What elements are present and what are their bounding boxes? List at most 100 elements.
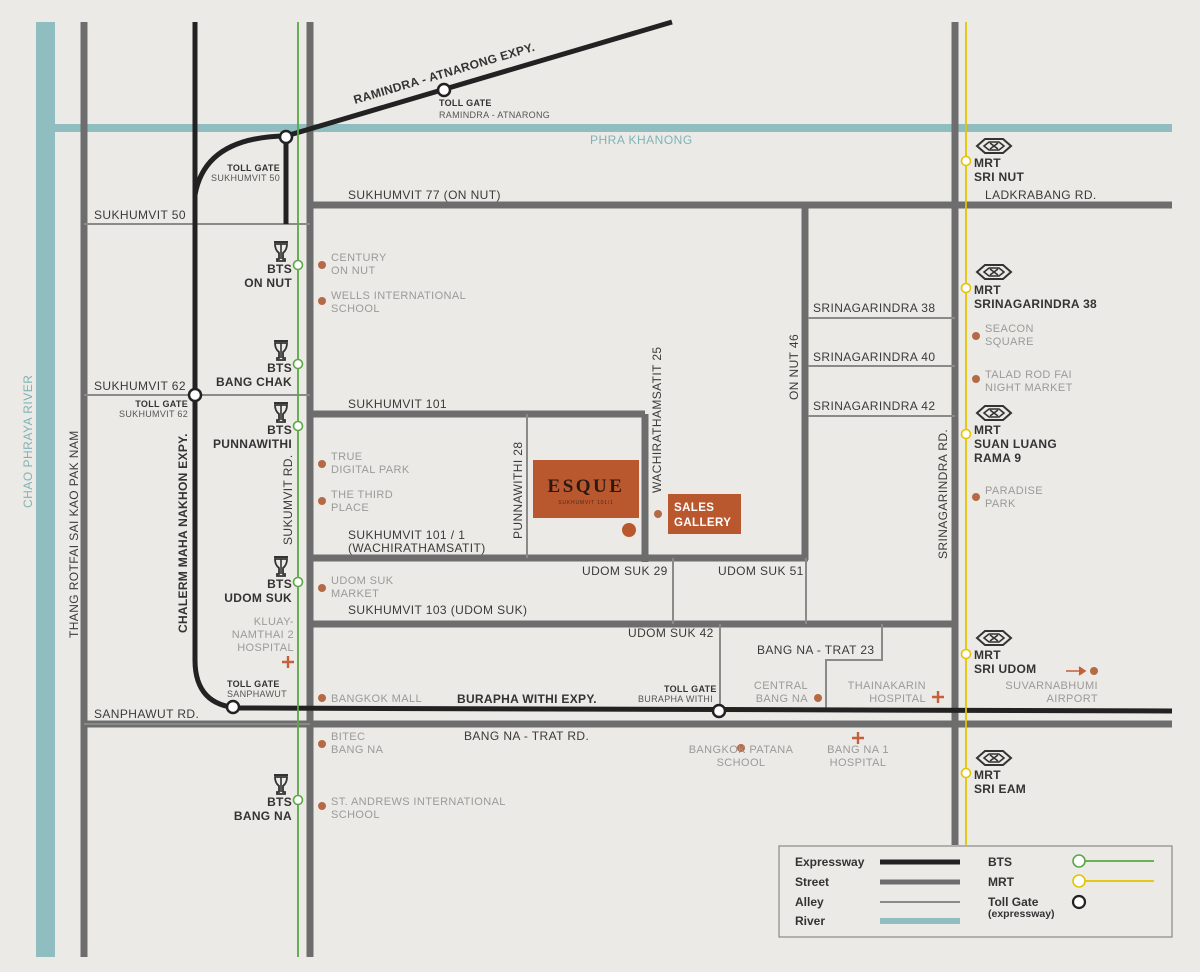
map-legend: Expressway Street Alley River BTS MRT To…	[778, 845, 1173, 938]
poi-label: BITEC	[331, 731, 365, 743]
alley-bang-na-trat-23	[825, 624, 883, 710]
mrt-station-srinagarindra-38	[960, 282, 972, 294]
mrt-station-name: RAMA 9	[974, 451, 1021, 465]
bts-label: BTS	[267, 577, 292, 591]
poi-dot-icon	[972, 375, 980, 383]
esque-logo: ESQUE	[548, 476, 625, 497]
poi-label: SUVARNABHUMI	[1005, 680, 1098, 692]
poi-label: BANG NA	[756, 693, 809, 705]
label-thang-rotfai: THANG ROTFAI SAI KAO PAK NAM	[67, 430, 81, 638]
poi-dot-icon	[318, 497, 326, 505]
sales-gallery-label: GALLERY	[674, 517, 731, 529]
label-sukhumvit-103: SUKHUMVIT 103 (UDOM SUK)	[348, 603, 527, 617]
poi-label: SCHOOL	[331, 809, 380, 821]
bts-station-udom-suk	[292, 576, 304, 588]
bts-station-bang-chak	[292, 358, 304, 370]
mrt-label: MRT	[974, 423, 1001, 437]
bts-label: BTS	[267, 262, 292, 276]
label-wachirathamsatit: (WACHIRATHAMSATIT)	[348, 541, 486, 555]
label-srinagarindra-38: SRINAGARINDRA 38	[813, 301, 935, 315]
label-udom-suk-51: UDOM SUK 51	[718, 564, 804, 578]
phra-khanong-canal	[55, 124, 1172, 132]
mrt-station-name: SRI UDOM	[974, 662, 1036, 676]
legend-label: Expressway	[795, 855, 865, 869]
label-ladkrabang-rd: LADKRABANG RD.	[985, 188, 1097, 202]
poi-label: MARKET	[331, 588, 379, 600]
bts-station-bang-na	[292, 794, 304, 806]
label-punnawithi-28: PUNNAWITHI 28	[511, 442, 525, 539]
river-label-phra-khanong: PHRA KHANONG	[590, 133, 693, 147]
mrt-label: MRT	[974, 283, 1001, 297]
mrt-label: MRT	[974, 768, 1001, 782]
legend-label: (expressway)	[988, 908, 1055, 920]
label-udom-suk-29: UDOM SUK 29	[582, 564, 668, 578]
bts-label: BTS	[267, 423, 292, 437]
bts-station-punnawithi	[292, 420, 304, 432]
poi-label: HOSPITAL	[869, 693, 926, 705]
toll-gate-name: SANPHAWUT	[227, 689, 287, 699]
poi-dot-icon	[318, 297, 326, 305]
mrt-station-name: SRINAGARINDRA 38	[974, 297, 1097, 311]
toll-gate-burapha	[711, 703, 727, 719]
label-sukhumvit-101-1: SUKHUMVIT 101 / 1	[348, 528, 465, 542]
mrt-stations	[960, 155, 972, 779]
sales-gallery-box	[668, 494, 741, 534]
esque-location-marker	[622, 523, 636, 537]
toll-gate-sukhumvit-62	[187, 387, 203, 403]
bts-station-name: BANG NA	[234, 809, 292, 823]
poi-dot-icon	[318, 460, 326, 468]
label-sukhumvit-62: SUKHUMVIT 62	[94, 379, 186, 393]
toll-gate-title: TOLL GATE	[664, 684, 717, 694]
mrt-station-sri-eam	[960, 767, 972, 779]
label-wachirathamsatit-25: WACHIRATHAMSATIT 25	[650, 346, 664, 493]
poi-dot-icon	[318, 802, 326, 810]
label-bang-na-trat-23: BANG NA - TRAT 23	[757, 643, 875, 657]
poi-dot-icon	[318, 584, 326, 592]
poi-dot-icon	[814, 694, 822, 702]
streets	[80, 22, 1172, 957]
legend-label: MRT	[988, 875, 1015, 889]
poi-label: ST. ANDREWS INTERNATIONAL	[331, 796, 506, 808]
label-chalerm-expy: CHALERM MAHA NAKHON EXPY.	[176, 433, 190, 633]
poi-label: SEACON	[985, 323, 1034, 335]
poi-dot-icon	[1090, 667, 1098, 675]
label-srinagarindra-rd: SRINAGARINDRA RD.	[936, 429, 950, 559]
toll-gate-name: BURAPHA WITHI	[638, 694, 713, 704]
chao-phraya-river	[36, 22, 55, 957]
poi-label: THE THIRD	[331, 489, 393, 501]
poi-label: PARADISE	[985, 485, 1043, 497]
label-sukhumvit-101: SUKHUMVIT 101	[348, 397, 447, 411]
poi-label: SQUARE	[985, 336, 1034, 348]
mrt-station-sri-nut	[960, 155, 972, 167]
poi-label: HOSPITAL	[237, 642, 294, 654]
toll-gate-sanphawut	[225, 699, 241, 715]
label-sukumvit-rd: SUKUMVIT RD.	[281, 454, 295, 545]
poi-label: ON NUT	[331, 265, 376, 277]
mrt-label: MRT	[974, 156, 1001, 170]
bts-label: BTS	[267, 361, 292, 375]
poi-label: KLUAY-	[254, 616, 294, 628]
bts-label: BTS	[267, 795, 292, 809]
poi-label: BANG NA 1	[827, 744, 889, 756]
legend-label: Alley	[795, 895, 824, 909]
poi-markers	[318, 261, 1098, 810]
poi-label: HOSPITAL	[830, 757, 887, 769]
poi-label: WELLS INTERNATIONAL	[331, 290, 466, 302]
mrt-station-sri-udom	[960, 648, 972, 660]
bts-station-name: BANG CHAK	[216, 375, 292, 389]
mrt-label: MRT	[974, 648, 1001, 662]
mrt-station-suan-luang	[960, 428, 972, 440]
hospital-cross-icon	[932, 691, 944, 703]
poi-labels: CENTURY ON NUT WELLS INTERNATIONAL SCHOO…	[232, 252, 1098, 821]
poi-dot-icon	[318, 740, 326, 748]
legend-label: Toll Gate	[988, 895, 1039, 909]
poi-label: TRUE	[331, 451, 363, 463]
poi-label: SCHOOL	[331, 303, 380, 315]
toll-gate-sukhumvit-50	[278, 129, 294, 145]
poi-label: BANGKOK MALL	[331, 693, 422, 705]
label-srinagarindra-42: SRINAGARINDRA 42	[813, 399, 935, 413]
poi-dot-icon	[318, 694, 326, 702]
poi-label: TALAD ROD FAI	[985, 369, 1072, 381]
legend-label: River	[795, 914, 825, 928]
